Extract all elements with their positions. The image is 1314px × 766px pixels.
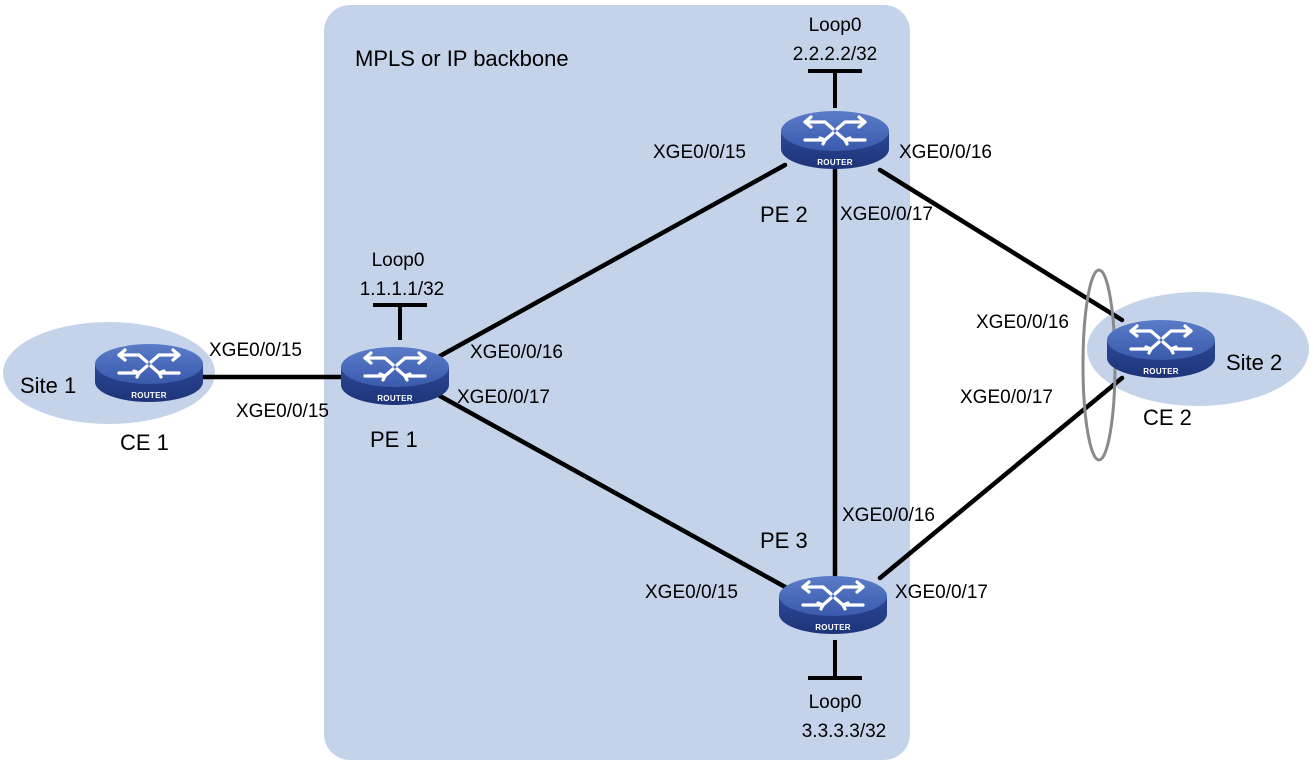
device-name-ce1: CE 1 — [120, 430, 169, 455]
link-pe2-ce2 — [877, 167, 1125, 323]
router-device-text: ROUTER — [1143, 367, 1179, 376]
port-label-pe1-xge0-0-15: XGE0/0/15 — [236, 401, 329, 422]
loopback-name-pe3: Loop0 — [809, 692, 862, 713]
port-label-pe2-xge0-0-17: XGE0/0/17 — [840, 204, 933, 225]
router-device-text: ROUTER — [817, 158, 853, 167]
router-pe2[interactable]: ROUTER — [779, 109, 891, 171]
port-label-ce2-xge0-0-16: XGE0/0/16 — [976, 312, 1069, 333]
device-name-pe3: PE 3 — [760, 528, 808, 553]
router-device-text: ROUTER — [131, 391, 167, 400]
loopback-address-pe2: 2.2.2.2/32 — [793, 44, 878, 65]
port-label-pe1-xge0-0-16: XGE0/0/16 — [470, 342, 563, 363]
link-pe3-ce2 — [877, 375, 1125, 581]
backbone-region — [324, 5, 910, 760]
loopback-name-pe1: Loop0 — [372, 250, 425, 271]
link-pe1-pe2 — [437, 162, 788, 359]
router-device-text: ROUTER — [377, 394, 413, 403]
port-label-pe2-xge0-0-15: XGE0/0/15 — [653, 142, 746, 163]
loopback-address-pe1: 1.1.1.1/32 — [360, 279, 445, 300]
port-label-pe2-xge0-0-16: XGE0/0/16 — [899, 142, 992, 163]
router-ce1[interactable]: ROUTER — [93, 342, 205, 404]
port-label-pe3-xge0-0-15: XGE0/0/15 — [645, 582, 738, 603]
port-label-pe3-xge0-0-17: XGE0/0/17 — [895, 582, 988, 603]
device-name-ce2: CE 2 — [1143, 405, 1192, 430]
port-label-pe1-xge0-0-17: XGE0/0/17 — [457, 387, 550, 408]
port-label-ce1-xge0-0-15: XGE0/0/15 — [209, 340, 302, 361]
device-name-pe2: PE 2 — [760, 202, 808, 227]
loopback-name-pe2: Loop0 — [809, 15, 862, 36]
site1-label: Site 1 — [20, 373, 76, 398]
router-ce2[interactable]: ROUTER — [1105, 318, 1217, 380]
device-name-pe1: PE 1 — [370, 427, 418, 452]
port-label-ce2-xge0-0-17: XGE0/0/17 — [960, 387, 1053, 408]
router-device-text: ROUTER — [815, 623, 851, 632]
router-pe3[interactable]: ROUTER — [777, 574, 889, 636]
router-pe1[interactable]: ROUTER — [339, 345, 451, 407]
backbone-label: MPLS or IP backbone — [355, 46, 569, 71]
site2-label: Site 2 — [1226, 350, 1282, 375]
link-pe1-pe3 — [437, 393, 790, 591]
port-label-pe3-xge0-0-16: XGE0/0/16 — [842, 505, 935, 526]
loopback-address-pe3: 3.3.3.3/32 — [802, 721, 887, 742]
